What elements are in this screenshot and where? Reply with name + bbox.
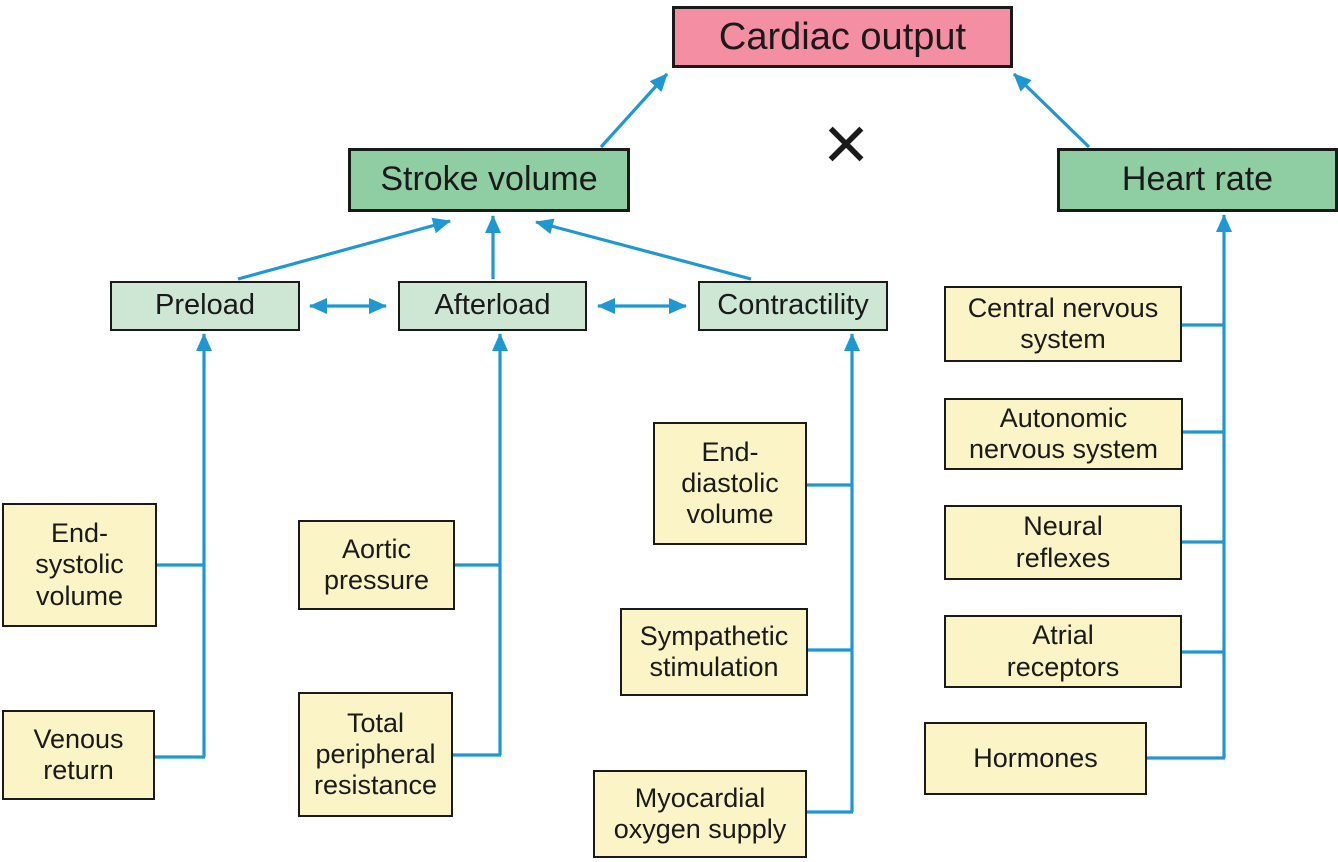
node-hormones: Hormones (924, 722, 1147, 795)
node-atrial-receptors: Atrial receptors (944, 615, 1182, 688)
node-myocardial-oxygen-supply: Myocardial oxygen supply (593, 770, 807, 858)
node-afterload: Afterload (398, 281, 587, 331)
node-stroke-volume: Stroke volume (348, 148, 630, 212)
node-cardiac-output: Cardiac output (672, 6, 1013, 68)
node-heart-rate: Heart rate (1057, 148, 1338, 212)
node-end-systolic-volume: End- systolic volume (2, 503, 157, 627)
node-sympathetic-stimulation: Sympathetic stimulation (620, 608, 808, 696)
multiplication-sign: × (823, 99, 869, 187)
node-preload: Preload (110, 281, 300, 331)
node-contractility: Contractility (698, 281, 888, 331)
edge-preload-strokevolume (237, 217, 451, 281)
node-neural-reflexes: Neural reflexes (944, 505, 1182, 580)
node-central-nervous-system: Central nervous system (944, 286, 1182, 362)
node-total-peripheral-resistance: Total peripheral resistance (298, 692, 453, 817)
node-autonomic-nervous-system: Autonomic nervous system (944, 398, 1183, 470)
edge-heartrate-cardiacoutput (1012, 72, 1091, 149)
node-aortic-pressure: Aortic pressure (298, 520, 455, 610)
node-venous-return: Venous return (2, 710, 155, 800)
node-end-diastolic-volume: End- diastolic volume (653, 422, 807, 545)
edge-contractility-strokevolume (535, 218, 752, 281)
edge-strokevolume-cardiacoutput (599, 72, 669, 149)
